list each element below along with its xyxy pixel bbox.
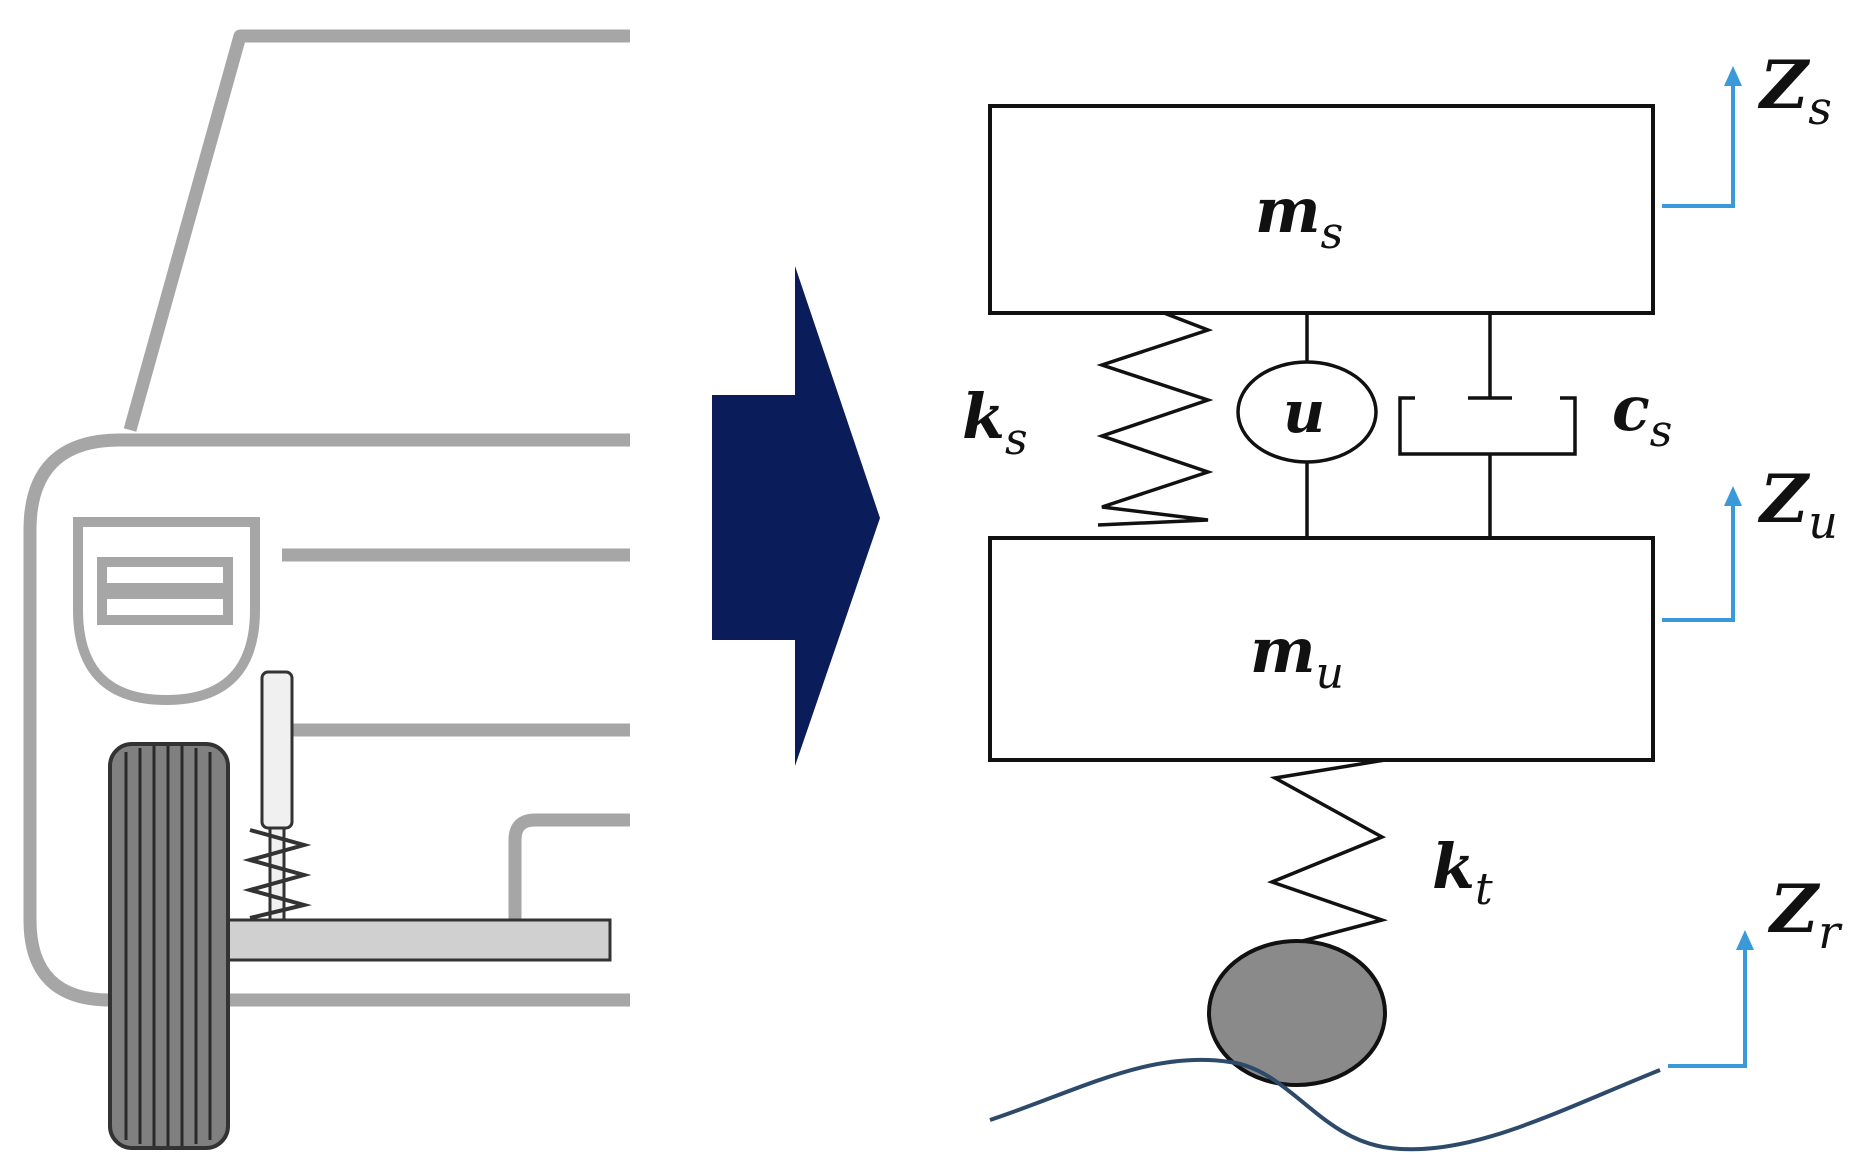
suspension-spring-label: ks (962, 380, 1028, 465)
zu-axis-arrow (1662, 500, 1735, 622)
sprung-mass-box (988, 104, 1655, 315)
car-roofline (123, 29, 630, 432)
zr-axis-arrow (1668, 944, 1747, 1068)
shield-icon (73, 517, 260, 706)
shock-absorber (242, 670, 312, 922)
damper-label: cs (1612, 372, 1672, 457)
car-hood-line (23, 433, 630, 1007)
car-bumper-box (508, 813, 630, 930)
car-badge (73, 517, 260, 706)
unsprung-mass-label: mu (1250, 614, 1344, 699)
tire-spring-icon (1267, 758, 1389, 950)
spring-icon (1096, 311, 1214, 527)
shock-rod (268, 826, 286, 922)
tire-treads (124, 746, 212, 1146)
right-arrow-icon (712, 266, 880, 766)
coil-spring-icon (242, 828, 312, 920)
zs-arrowhead (1724, 66, 1742, 86)
axle-arm (208, 918, 612, 962)
actuator-label: u (1283, 378, 1325, 446)
quarter-car-model: ms mu ks u cs kt Zs (962, 46, 1843, 1152)
road-profile (989, 1057, 1661, 1152)
zr-label: Zr (1767, 870, 1843, 959)
shock-upper-tube (260, 670, 294, 830)
zs-axis-arrow (1662, 78, 1735, 208)
road-wheel-icon (1207, 939, 1387, 1087)
damper-icon (1398, 313, 1577, 538)
zu-arrowhead (1724, 486, 1742, 506)
sprung-mass-label: ms (1255, 174, 1343, 259)
zr-arrowhead (1736, 930, 1754, 950)
wheel-icon (108, 742, 230, 1150)
shield-bar-bottom (97, 589, 233, 625)
zs-label: Zs (1757, 46, 1832, 135)
car-front-illustration (23, 29, 630, 1007)
zu-label: Zu (1757, 460, 1838, 549)
shield-bar-top (97, 557, 233, 593)
unsprung-mass-box (988, 536, 1655, 762)
tire-spring-label: kt (1432, 830, 1493, 915)
